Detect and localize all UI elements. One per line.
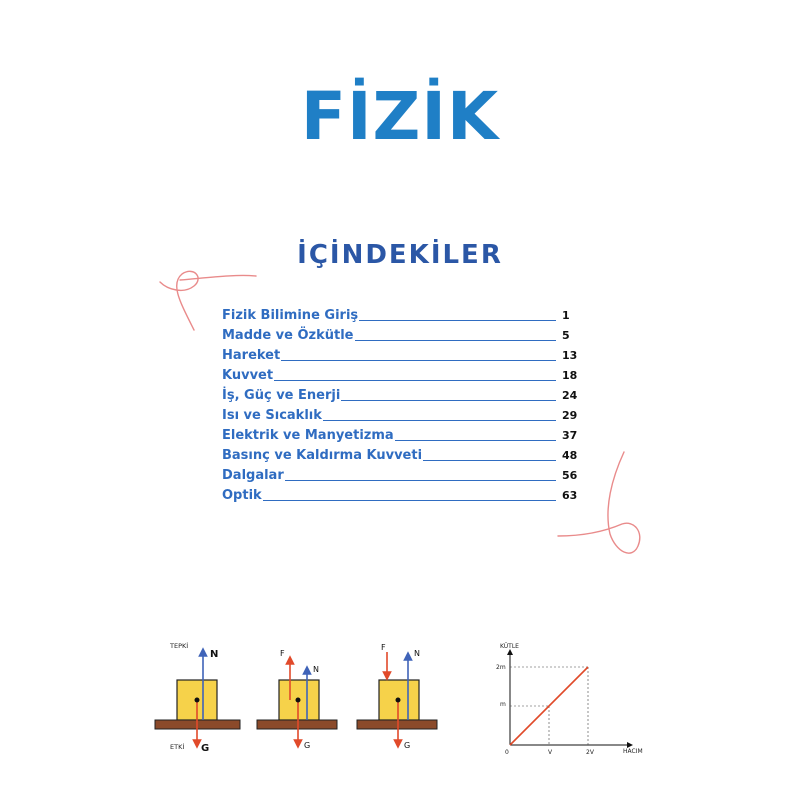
toc-label: Elektrik ve Manyetizma (222, 428, 394, 443)
center-dot (395, 697, 401, 703)
normal-force-label: N (313, 665, 319, 674)
applied-force-label: F (280, 649, 285, 658)
toc-page-number: 56 (562, 469, 578, 482)
toc-label: Optik (222, 488, 262, 503)
toc-leader-line (359, 320, 556, 321)
toc-label: Hareket (222, 348, 281, 363)
toc-row[interactable]: Basınç ve Kaldırma Kuvveti 48 (222, 444, 582, 464)
reaction-label: TEPKİ (169, 641, 188, 650)
center-dot (194, 697, 200, 703)
force-diagram-reaction: TEPKİ N ETKİ G (154, 641, 241, 754)
toc-row[interactable]: Hareket 13 (222, 344, 582, 364)
toc-leader-line (284, 480, 556, 481)
toc-page-number: 5 (562, 329, 570, 342)
toc-page-number: 1 (562, 309, 570, 322)
x-tick-label: 2V (586, 749, 595, 756)
action-label: ETKİ (170, 742, 184, 751)
x-axis-label: HACIM (623, 748, 643, 755)
toc-leader-line (262, 500, 556, 501)
weight-force-label: G (304, 741, 310, 750)
center-dot (295, 697, 301, 703)
toc-row[interactable]: Isı ve Sıcaklık 29 (222, 404, 582, 424)
toc-leader-line (394, 440, 556, 441)
toc-leader-line (322, 420, 556, 421)
x-tick-label: V (548, 749, 553, 756)
left-swirl-doodle (159, 270, 257, 331)
toc-leader-line (354, 340, 556, 341)
toc-label: Madde ve Özkütle (222, 328, 354, 343)
toc-leader-line (281, 360, 556, 361)
toc-row[interactable]: Fizik Bilimine Giriş 1 (222, 304, 582, 324)
toc-label: Isı ve Sıcaklık (222, 408, 322, 423)
force-diagram-downward-force: F N G (356, 643, 438, 750)
ground-surface (256, 719, 338, 730)
toc-row[interactable]: Dalgalar 56 (222, 464, 582, 484)
toc-leader-line (341, 400, 556, 401)
weight-force-label: G (404, 741, 410, 750)
toc-heading: İÇİNDEKİLER (297, 240, 503, 270)
toc-page-number: 18 (562, 369, 578, 382)
right-swirl-doodle (557, 451, 641, 554)
data-line (509, 666, 589, 746)
toc-page-number: 24 (562, 389, 578, 402)
toc-page-number: 63 (562, 489, 578, 502)
y-axis-label: KÜTLE (500, 643, 519, 650)
mass-volume-graph: KÜTLE HACIM 0 2m m V 2V (496, 643, 643, 756)
toc-page-number: 37 (562, 429, 578, 442)
toc-row[interactable]: Elektrik ve Manyetizma 37 (222, 424, 582, 444)
toc-label: Basınç ve Kaldırma Kuvveti (222, 448, 423, 463)
toc-leader-line (274, 380, 556, 381)
origin-label: 0 (505, 749, 509, 756)
applied-force-label: F (381, 643, 386, 652)
toc-row[interactable]: İş, Güç ve Enerji 24 (222, 384, 582, 404)
toc-row[interactable]: Optik 63 (222, 484, 582, 504)
y-tick-label: 2m (496, 664, 506, 671)
toc-label: Dalgalar (222, 468, 284, 483)
toc-row[interactable]: Kuvvet 18 (222, 364, 582, 384)
page-title: FİZİK (300, 78, 500, 155)
toc-page-number: 29 (562, 409, 578, 422)
y-tick-label: m (500, 701, 506, 708)
toc-row[interactable]: Madde ve Özkütle 5 (222, 324, 582, 344)
ground-surface (356, 719, 438, 730)
toc-label: Fizik Bilimine Giriş (222, 308, 359, 323)
toc-page-number: 13 (562, 349, 578, 362)
toc-label: Kuvvet (222, 368, 274, 383)
toc-label: İş, Güç ve Enerji (222, 388, 341, 403)
guide-lines (510, 666, 589, 745)
normal-force-label: N (210, 649, 218, 660)
force-diagram-upward-force: F N G (256, 649, 338, 750)
weight-force-label: G (201, 743, 209, 754)
normal-force-label: N (414, 649, 420, 658)
toc-leader-line (423, 460, 556, 461)
toc-page-number: 48 (562, 449, 578, 462)
